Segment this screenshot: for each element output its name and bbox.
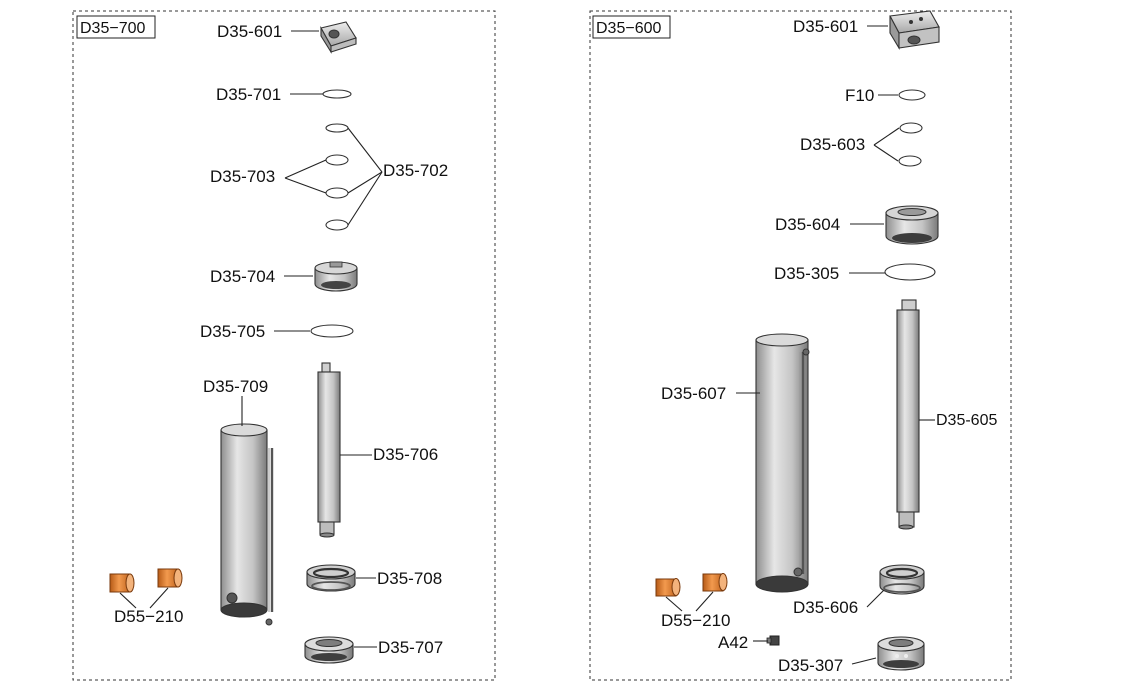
- label-d35-708: D35-708: [377, 569, 442, 588]
- part-a42: [766, 635, 780, 646]
- part-d35-709: [220, 423, 274, 626]
- label-d35-705: D35-705: [200, 322, 265, 341]
- part-d35-706: [317, 362, 341, 538]
- label-d35-707: D35-707: [378, 638, 443, 657]
- part-d35-603: [898, 122, 923, 167]
- part-d35-708: [306, 564, 356, 592]
- assembly-title-box: [592, 15, 671, 39]
- label-d35-607: D35-607: [661, 384, 726, 403]
- part-d55-210: [655, 573, 728, 597]
- label-d35-709: D35-709: [203, 377, 268, 396]
- assembly-title: D35−700: [80, 20, 145, 37]
- part-d35-601: [320, 21, 357, 54]
- label-d35-606: D35-606: [793, 598, 858, 617]
- label-d35-603: D35-603: [800, 135, 865, 154]
- part-d35-702-703-rings: [325, 123, 349, 231]
- label-d35-605: D35-605: [936, 412, 997, 429]
- assembly-d35-700: D35−700 D35-601 D35-701 D35-703 D35-702: [72, 10, 496, 681]
- part-f10: [898, 89, 926, 101]
- label-d35-604: D35-604: [775, 215, 840, 234]
- label-d35-601: D35-601: [217, 22, 282, 41]
- label-d35-702: D35-702: [383, 161, 448, 180]
- part-d35-307: [877, 636, 925, 671]
- label-d35-703: D35-703: [210, 167, 275, 186]
- label-d55-210: D55−210: [661, 611, 730, 630]
- assembly-frame: [72, 10, 496, 681]
- part-d35-704: [314, 261, 358, 292]
- label-d35-305: D35-305: [774, 264, 839, 283]
- part-d35-705: [310, 324, 354, 338]
- part-d35-607: [755, 333, 810, 593]
- label-d35-701: D35-701: [216, 85, 281, 104]
- part-d35-305: [884, 263, 936, 281]
- label-f10: F10: [845, 86, 874, 105]
- label-d35-601: D35-601: [793, 17, 858, 36]
- part-d35-701: [322, 89, 352, 99]
- part-d35-601: [889, 10, 940, 50]
- assembly-frame: [589, 10, 1012, 681]
- part-d35-707: [304, 636, 354, 664]
- part-d35-604: [885, 205, 939, 245]
- label-d35-704: D35-704: [210, 267, 275, 286]
- label-d35-307: D35-307: [778, 656, 843, 675]
- part-d35-605: [896, 299, 920, 530]
- part-d35-606: [879, 564, 925, 595]
- label-d35-706: D35-706: [373, 445, 438, 464]
- label-d55-210: D55−210: [114, 607, 183, 626]
- assembly-title-box: [76, 15, 156, 39]
- assembly-title: D35−600: [596, 20, 661, 37]
- label-a42: A42: [718, 633, 748, 652]
- part-d55-210: [109, 568, 183, 593]
- assembly-d35-600: D35−600 D35-601 F10 D35-603: [589, 10, 1012, 681]
